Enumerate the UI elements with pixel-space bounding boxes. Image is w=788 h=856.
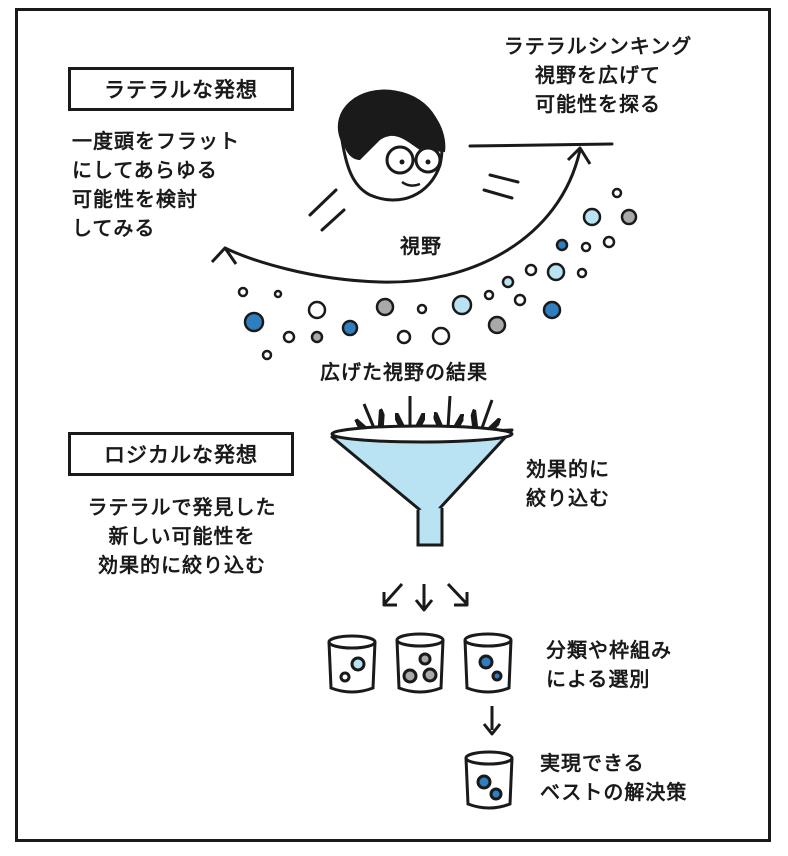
field-of-view-label: 視野 (400, 234, 442, 258)
logical-box-label: ロジカルな発想 (68, 432, 294, 476)
sort-label: 分類や枠組み による選別 (546, 638, 672, 691)
diagram-frame (15, 8, 771, 842)
result-label: 広げた視野の結果 (320, 360, 488, 384)
person-head-icon (337, 89, 446, 202)
lateral-thinking-label: ラテラルシンキング 視野を広げて 可能性を探る (503, 34, 693, 116)
funnel-label: 効果的に 絞り込む (526, 457, 610, 510)
field-of-view-arrow (224, 149, 582, 284)
lateral-description: 一度頭をフラット にしてあらゆる 可能性を検討 してみる (72, 129, 240, 240)
lateral-box-label: ラテラルな発想 (68, 67, 294, 111)
logical-description: ラテラルで発見した 新しい可能性を 効果的に絞り込む (87, 495, 277, 577)
idea-bubbles (237, 187, 638, 361)
final-solution-label: 実現できる ベストの解決策 (540, 751, 688, 804)
cup-icon (327, 632, 513, 694)
cup-icon (464, 750, 514, 810)
funnel-icon (330, 424, 514, 547)
